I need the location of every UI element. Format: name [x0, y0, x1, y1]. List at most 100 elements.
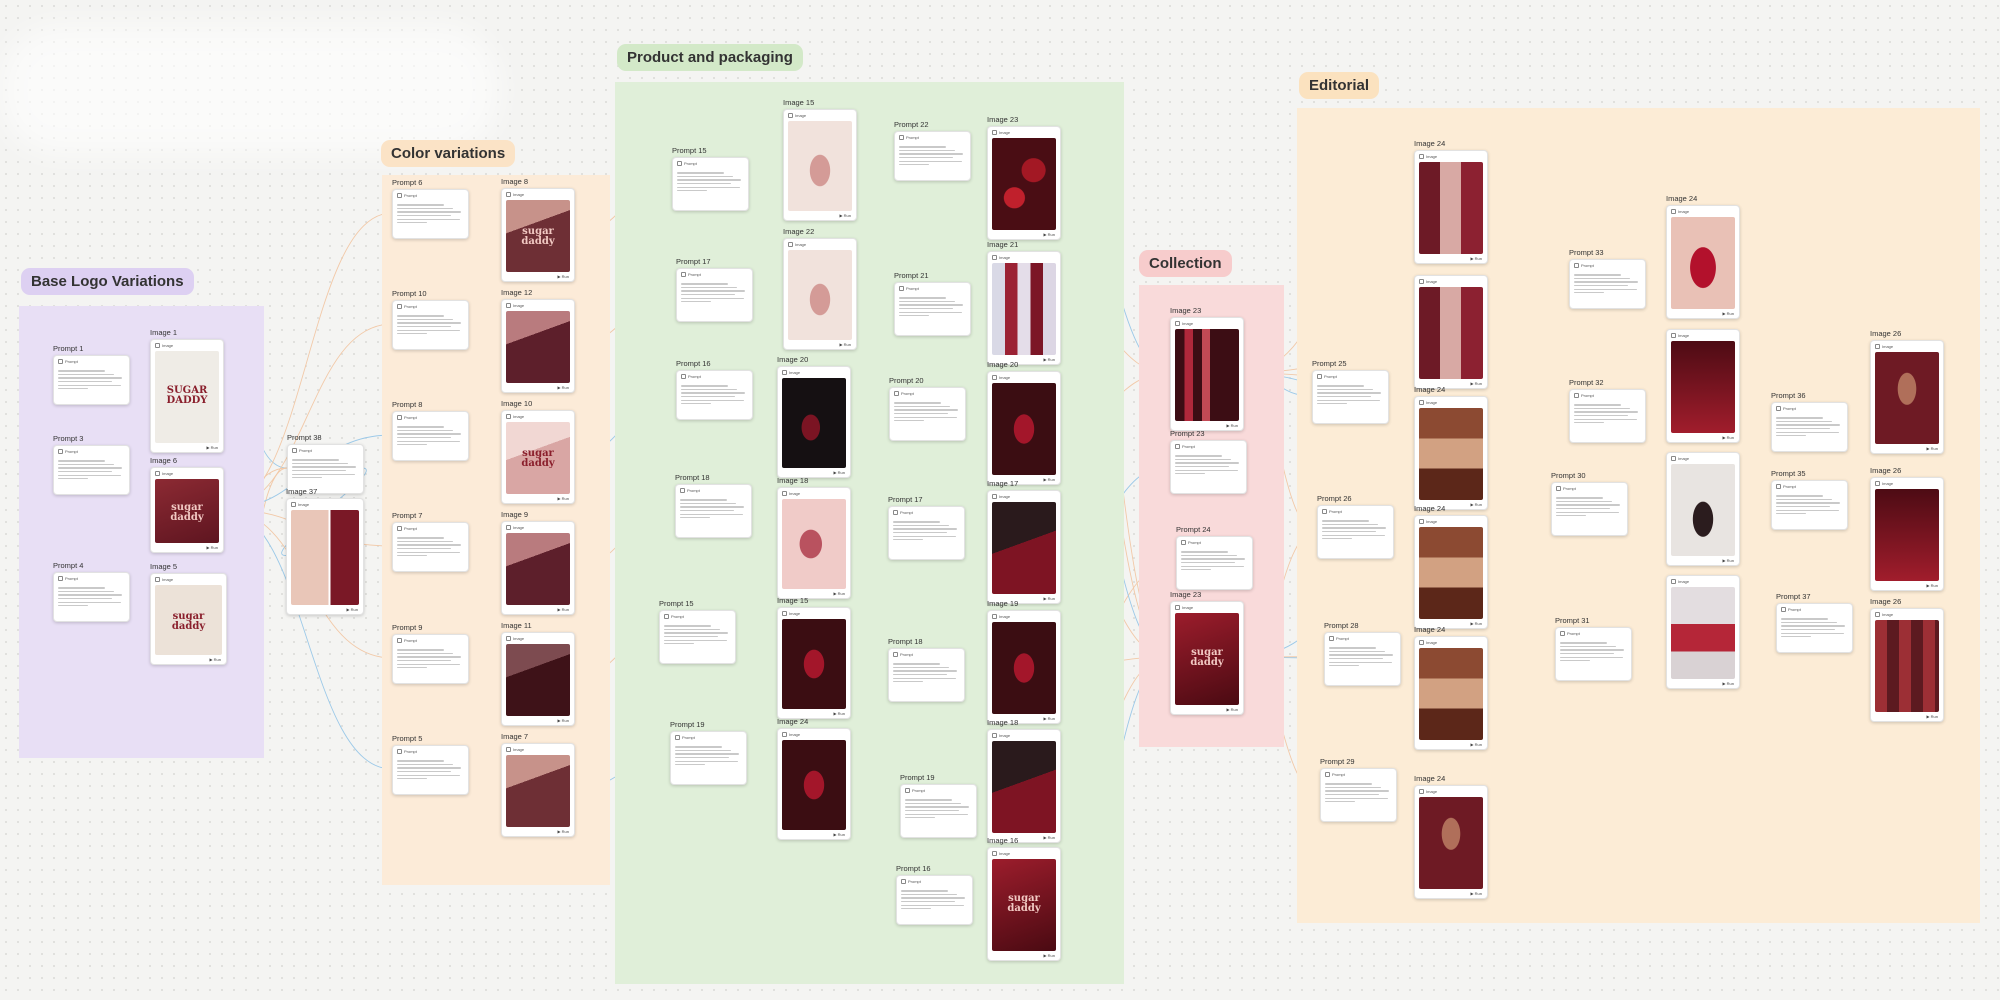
image-thumbnail[interactable]: [1419, 648, 1483, 740]
image-thumbnail[interactable]: [782, 740, 846, 830]
image-node-i23a[interactable]: Image▶ Run: [987, 126, 1061, 240]
node-title-i17[interactable]: Image 17: [987, 479, 1019, 488]
image-thumbnail[interactable]: [782, 619, 846, 709]
prompt-text-placeholder[interactable]: [54, 367, 129, 393]
prompt-text-placeholder[interactable]: [54, 457, 129, 483]
run-button[interactable]: ▶ Run: [557, 607, 569, 612]
node-title-p7[interactable]: Prompt 7: [392, 511, 423, 520]
run-button[interactable]: ▶ Run: [1043, 716, 1055, 721]
prompt-text-placeholder[interactable]: [288, 456, 363, 482]
run-button[interactable]: ▶ Run: [209, 657, 221, 662]
prompt-node-p10[interactable]: Prompt: [392, 300, 469, 350]
image-thumbnail[interactable]: [1671, 217, 1735, 309]
node-title-p6[interactable]: Prompt 6: [392, 178, 423, 187]
prompt-node-p3[interactable]: Prompt: [53, 445, 130, 495]
node-title-i5[interactable]: Image 5: [150, 562, 178, 571]
prompt-text-placeholder[interactable]: [393, 312, 468, 338]
node-title-i16[interactable]: Image 16: [987, 836, 1019, 845]
prompt-node-p29[interactable]: Prompt: [1320, 768, 1397, 822]
run-button[interactable]: ▶ Run: [557, 274, 569, 279]
node-title-p21[interactable]: Prompt 21: [894, 271, 929, 280]
prompt-node-p30[interactable]: Prompt: [1551, 482, 1628, 536]
run-button[interactable]: ▶ Run: [1043, 596, 1055, 601]
run-button[interactable]: ▶ Run: [1043, 835, 1055, 840]
prompt-text-placeholder[interactable]: [895, 294, 970, 320]
image-node-i21[interactable]: Image▶ Run: [987, 251, 1061, 365]
image-thumbnail[interactable]: sugar daddy: [155, 479, 219, 543]
node-title-p28[interactable]: Prompt 28: [1324, 621, 1359, 630]
run-button[interactable]: ▶ Run: [1043, 477, 1055, 482]
image-thumbnail[interactable]: sugar daddy: [992, 859, 1056, 951]
node-title-p3[interactable]: Prompt 3: [53, 434, 84, 443]
run-button[interactable]: ▶ Run: [833, 591, 845, 596]
prompt-node-p28[interactable]: Prompt: [1324, 632, 1401, 686]
node-title-e24f[interactable]: Image 24: [1414, 774, 1446, 783]
image-thumbnail[interactable]: [1419, 797, 1483, 889]
prompt-text-placeholder[interactable]: [890, 399, 965, 425]
image-node-e24f[interactable]: Image▶ Run: [1414, 785, 1488, 899]
run-button[interactable]: ▶ Run: [557, 496, 569, 501]
node-title-p16[interactable]: Prompt 16: [676, 359, 711, 368]
run-button[interactable]: ▶ Run: [1722, 435, 1734, 440]
node-title-i9[interactable]: Image 9: [501, 510, 529, 519]
node-title-p8[interactable]: Prompt 8: [392, 400, 423, 409]
prompt-node-p8[interactable]: Prompt: [392, 411, 469, 461]
run-button[interactable]: ▶ Run: [206, 445, 218, 450]
node-title-p20[interactable]: Prompt 20: [889, 376, 924, 385]
node-title-p17b[interactable]: Prompt 17: [888, 495, 923, 504]
node-title-p10[interactable]: Prompt 10: [392, 289, 427, 298]
node-title-p23[interactable]: Prompt 23: [1170, 429, 1205, 438]
image-thumbnail[interactable]: [291, 510, 359, 605]
image-thumbnail[interactable]: [782, 499, 846, 589]
node-title-e24g[interactable]: Image 24: [1666, 194, 1698, 203]
node-title-p18b[interactable]: Prompt 18: [888, 637, 923, 646]
node-title-i22a[interactable]: Image 22: [783, 227, 815, 236]
run-button[interactable]: ▶ Run: [1043, 232, 1055, 237]
prompt-text-placeholder[interactable]: [1313, 382, 1388, 408]
prompt-node-p9[interactable]: Prompt: [392, 634, 469, 684]
prompt-text-placeholder[interactable]: [1171, 452, 1246, 478]
node-title-i12[interactable]: Image 12: [501, 288, 533, 297]
image-node-i37[interactable]: Image▶ Run: [286, 498, 364, 615]
run-button[interactable]: ▶ Run: [1722, 681, 1734, 686]
run-button[interactable]: ▶ Run: [1470, 381, 1482, 386]
image-thumbnail[interactable]: [992, 263, 1056, 355]
prompt-text-placeholder[interactable]: [1570, 271, 1645, 297]
run-button[interactable]: ▶ Run: [1470, 891, 1482, 896]
run-button[interactable]: ▶ Run: [1926, 583, 1938, 588]
prompt-node-p15a[interactable]: Prompt: [672, 157, 749, 211]
prompt-node-p38[interactable]: Prompt: [287, 444, 364, 494]
node-title-e24d[interactable]: Image 24: [1414, 504, 1446, 513]
prompt-text-placeholder[interactable]: [889, 518, 964, 544]
image-node-i15a[interactable]: Image▶ Run: [783, 109, 857, 221]
prompt-text-placeholder[interactable]: [393, 423, 468, 449]
node-title-p22[interactable]: Prompt 22: [894, 120, 929, 129]
node-title-p19b[interactable]: Prompt 19: [900, 773, 935, 782]
prompt-node-p26[interactable]: Prompt: [1317, 505, 1394, 559]
run-button[interactable]: ▶ Run: [557, 829, 569, 834]
image-node-i20a[interactable]: Image▶ Run: [777, 366, 851, 478]
node-title-p19[interactable]: Prompt 19: [670, 720, 705, 729]
prompt-node-p18[interactable]: Prompt: [675, 484, 752, 538]
image-node-i18b[interactable]: Image▶ Run: [987, 729, 1061, 843]
node-title-p18[interactable]: Prompt 18: [675, 473, 710, 482]
image-thumbnail[interactable]: sugar daddy: [1175, 613, 1239, 705]
node-title-p5[interactable]: Prompt 5: [392, 734, 423, 743]
node-title-p15a[interactable]: Prompt 15: [672, 146, 707, 155]
node-title-i18b[interactable]: Image 18: [987, 718, 1019, 727]
prompt-node-p31[interactable]: Prompt: [1555, 627, 1632, 681]
image-node-i11[interactable]: Image▶ Run: [501, 632, 575, 726]
node-title-p26[interactable]: Prompt 26: [1317, 494, 1352, 503]
image-thumbnail[interactable]: sugar daddy: [506, 422, 570, 494]
node-title-i21[interactable]: Image 21: [987, 240, 1019, 249]
image-node-i24a[interactable]: Image▶ Run: [777, 728, 851, 840]
node-title-i1[interactable]: Image 1: [150, 328, 178, 337]
run-button[interactable]: ▶ Run: [839, 213, 851, 218]
prompt-node-p18b[interactable]: Prompt: [888, 648, 965, 702]
image-thumbnail[interactable]: [506, 311, 570, 383]
node-title-p29[interactable]: Prompt 29: [1320, 757, 1355, 766]
prompt-text-placeholder[interactable]: [1570, 401, 1645, 427]
image-node-i17[interactable]: Image▶ Run: [987, 490, 1061, 604]
